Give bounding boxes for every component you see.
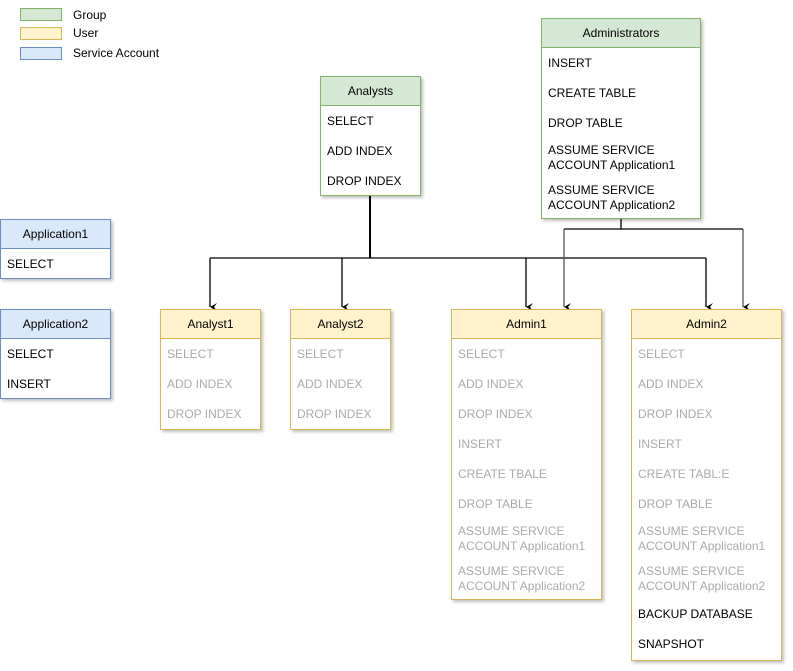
user-analyst1[interactable]: Analyst1 SELECT ADD INDEX DROP INDEX: [160, 309, 261, 430]
legend-swatch-service-account: [20, 47, 62, 60]
legend-label-user: User: [73, 26, 99, 40]
inherited-permission: ASSUME SERVICE ACCOUNT Application1: [638, 524, 766, 553]
permission: CREATE TABLE: [548, 86, 637, 100]
inherited-permission: INSERT: [638, 437, 682, 451]
permission: SELECT: [327, 114, 374, 128]
connector-admins-trunk: [564, 219, 743, 230]
user-admin2[interactable]: Admin2 SELECT ADD INDEX DROP INDEX INSER…: [631, 309, 782, 661]
inherited-permission: SELECT: [458, 347, 505, 361]
inherited-permission: ADD INDEX: [167, 377, 233, 391]
admin1-title: Admin1: [452, 310, 601, 339]
inherited-permission: ASSUME SERVICE ACCOUNT Application2: [638, 564, 766, 593]
inherited-permission: DROP INDEX: [167, 407, 242, 421]
inherited-permission: SELECT: [297, 347, 344, 361]
inherited-permission: SELECT: [638, 347, 685, 361]
analyst1-title: Analyst1: [161, 310, 260, 339]
inherited-permission: CREATE TABL:E: [638, 467, 730, 481]
user-admin1[interactable]: Admin1 SELECT ADD INDEX DROP INDEX INSER…: [451, 309, 602, 600]
application2-title: Application2: [1, 310, 110, 339]
legend-swatch-group: [20, 8, 62, 21]
permission: INSERT: [7, 377, 51, 391]
inherited-permission: DROP INDEX: [638, 407, 713, 421]
inherited-permission: ASSUME SERVICE ACCOUNT Application1: [458, 524, 586, 553]
legend-label-group: Group: [73, 8, 107, 22]
user-analyst2[interactable]: Analyst2 SELECT ADD INDEX DROP INDEX: [290, 309, 391, 430]
inherited-permission: DROP INDEX: [458, 407, 533, 421]
group-analysts-title: Analysts: [321, 77, 420, 106]
analyst2-title: Analyst2: [291, 310, 390, 339]
permission: SELECT: [7, 257, 54, 271]
service-account-application2[interactable]: Application2 SELECT INSERT: [0, 309, 111, 399]
inherited-permission: CREATE TBALE: [458, 467, 547, 481]
own-permission: BACKUP DATABASE: [638, 607, 753, 621]
inherited-permission: ADD INDEX: [458, 377, 524, 391]
permission: INSERT: [548, 56, 592, 70]
legend-swatch-user: [20, 27, 62, 40]
application1-title: Application1: [1, 220, 110, 249]
inherited-permission: ASSUME SERVICE ACCOUNT Application2: [458, 564, 586, 593]
permission: DROP INDEX: [327, 174, 402, 188]
inherited-permission: INSERT: [458, 437, 502, 451]
inherited-permission: DROP INDEX: [297, 407, 372, 421]
service-account-application1[interactable]: Application1 SELECT: [0, 219, 111, 279]
inherited-permission: DROP TABLE: [458, 497, 533, 511]
inherited-permission: SELECT: [167, 347, 214, 361]
group-analysts[interactable]: Analysts SELECT ADD INDEX DROP INDEX: [320, 76, 421, 196]
permission: ASSUME SERVICE ACCOUNT Application1: [548, 143, 676, 172]
inherited-permission: DROP TABLE: [638, 497, 713, 511]
inherited-permission: ADD INDEX: [297, 377, 363, 391]
group-administrators[interactable]: Administrators INSERT CREATE TABLE DROP …: [541, 18, 701, 219]
permission: ADD INDEX: [327, 144, 393, 158]
permission: SELECT: [7, 347, 54, 361]
admin2-title: Admin2: [632, 310, 781, 339]
legend-label-service-account: Service Account: [73, 46, 160, 60]
permission: DROP TABLE: [548, 116, 623, 130]
own-permission: SNAPSHOT: [638, 637, 705, 651]
group-administrators-title: Administrators: [542, 19, 700, 48]
inherited-permission: ADD INDEX: [638, 377, 704, 391]
permission: ASSUME SERVICE ACCOUNT Application2: [548, 183, 676, 212]
